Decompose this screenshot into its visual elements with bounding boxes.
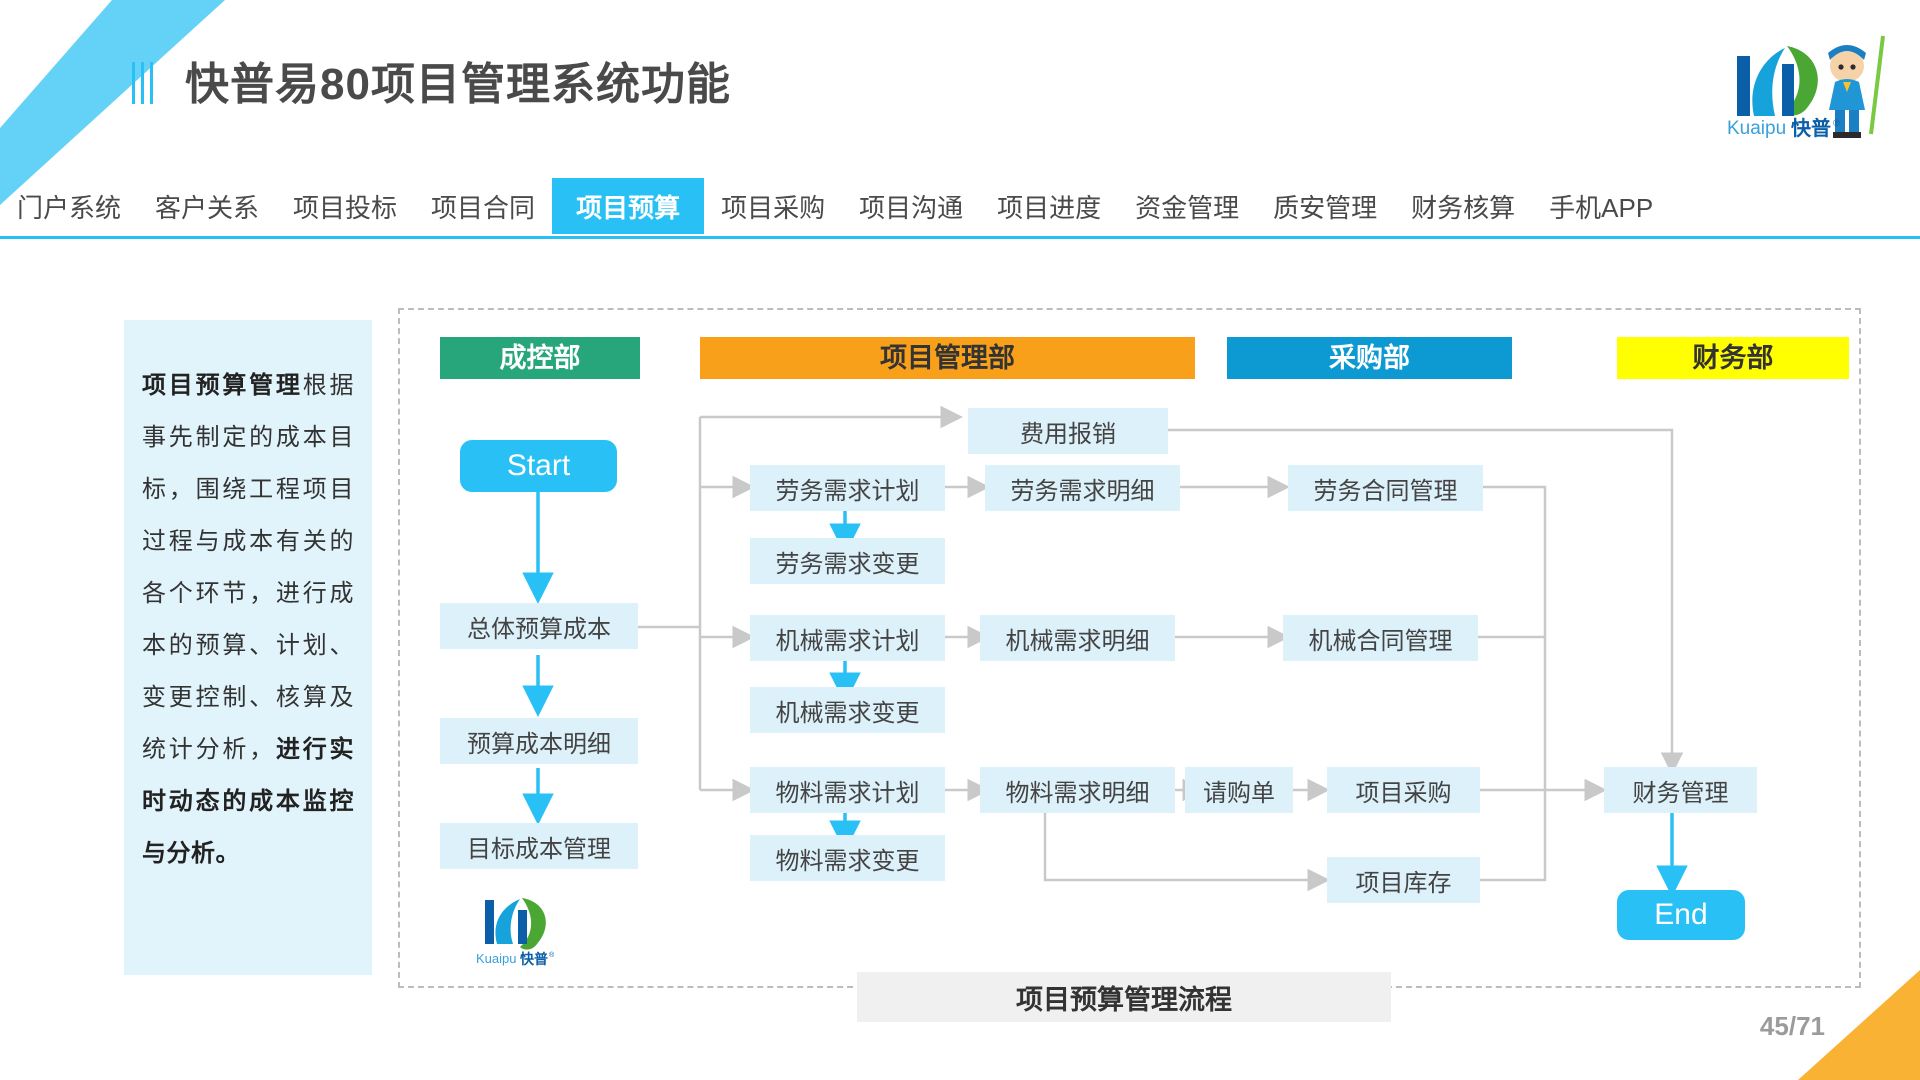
node-expense-reimbursement[interactable]: 费用报销 bbox=[968, 408, 1168, 454]
node-start[interactable]: Start bbox=[460, 440, 617, 492]
svg-text:®: ® bbox=[549, 951, 555, 959]
node-project-purchase[interactable]: 项目采购 bbox=[1327, 767, 1480, 813]
nav-item-8[interactable]: 资金管理 bbox=[1135, 192, 1240, 223]
node-machine-demand-detail[interactable]: 机械需求明细 bbox=[980, 615, 1175, 661]
nav-underline bbox=[0, 236, 1920, 239]
nav-item-9[interactable]: 质安管理 bbox=[1273, 192, 1378, 223]
nav-item-1[interactable]: 客户关系 bbox=[155, 192, 260, 223]
description-body: 根据事先制定的成本目标，围绕工程项目过程与成本有关的各个环节，进行成本的预算、计… bbox=[142, 372, 355, 763]
node-machine-demand-change[interactable]: 机械需求变更 bbox=[750, 687, 945, 733]
node-project-inventory[interactable]: 项目库存 bbox=[1327, 857, 1480, 903]
node-material-demand-change[interactable]: 物料需求变更 bbox=[750, 835, 945, 881]
node-labor-demand-detail[interactable]: 劳务需求明细 bbox=[985, 465, 1180, 511]
logo-trademark: ® bbox=[1833, 118, 1840, 128]
svg-text:快普: 快普 bbox=[520, 951, 548, 967]
nav-item-10[interactable]: 财务核算 bbox=[1411, 192, 1516, 223]
dept-banner-finance: 财务部 bbox=[1617, 337, 1849, 379]
dept-banner-project-management: 项目管理部 bbox=[700, 337, 1195, 379]
logo-wordmark-cn: 快普 bbox=[1791, 116, 1831, 140]
node-labor-demand-change[interactable]: 劳务需求变更 bbox=[750, 538, 945, 584]
nav-item-6[interactable]: 项目沟通 bbox=[859, 192, 964, 223]
dept-banner-purchasing: 采购部 bbox=[1227, 337, 1512, 379]
node-budget-cost-detail[interactable]: 预算成本明细 bbox=[440, 718, 638, 764]
nav-item-5[interactable]: 项目采购 bbox=[721, 192, 826, 223]
node-total-budget-cost[interactable]: 总体预算成本 bbox=[440, 603, 638, 649]
node-machine-demand-plan[interactable]: 机械需求计划 bbox=[750, 615, 945, 661]
description-tail: 进行实时动态的成本监控与分析。 bbox=[142, 736, 355, 867]
page-title: 快普易80项目管理系统功能 bbox=[185, 60, 731, 109]
nav-item-7[interactable]: 项目进度 bbox=[997, 192, 1102, 223]
module-nav[interactable]: 门户系统 客户关系 项目投标 项目合同项目预算项目采购 项目沟通 项目进度 资金管理 质安管理… bbox=[0, 178, 1920, 234]
description-lead: 项目预算管理 bbox=[142, 372, 303, 399]
nav-item-3[interactable]: 项目合同 bbox=[431, 192, 536, 223]
kuaipu-logo: Kuaipu 快普 ® bbox=[1723, 22, 1898, 142]
node-purchase-request[interactable]: 请购单 bbox=[1185, 767, 1293, 813]
description-panel: 项目预算管理根据事先制定的成本目标，围绕工程项目过程与成本有关的各个环节，进行成… bbox=[124, 320, 372, 975]
logo-wordmark-latin: Kuaipu bbox=[1727, 118, 1786, 139]
kuaipu-watermark-logo: Kuaipu 快普 ® bbox=[473, 890, 588, 970]
page-number: 45/71 bbox=[1759, 1011, 1825, 1041]
node-labor-demand-plan[interactable]: 劳务需求计划 bbox=[750, 465, 945, 511]
description-text: 项目预算管理根据事先制定的成本目标，围绕工程项目过程与成本有关的各个环节，进行成… bbox=[142, 360, 354, 880]
node-material-demand-detail[interactable]: 物料需求明细 bbox=[980, 767, 1175, 813]
node-material-demand-plan[interactable]: 物料需求计划 bbox=[750, 767, 945, 813]
nav-item-2[interactable]: 项目投标 bbox=[293, 192, 398, 223]
dept-banner-cost-control: 成控部 bbox=[440, 337, 640, 379]
triple-bar-icon bbox=[132, 62, 153, 104]
svg-text:Kuaipu: Kuaipu bbox=[476, 951, 516, 966]
nav-item-0[interactable]: 门户系统 bbox=[17, 192, 122, 223]
node-machine-contract-management[interactable]: 机械合同管理 bbox=[1283, 615, 1478, 661]
page-header: 快普易80项目管理系统功能 Kuaipu bbox=[0, 0, 1920, 150]
node-labor-contract-management[interactable]: 劳务合同管理 bbox=[1288, 465, 1483, 511]
node-end[interactable]: End bbox=[1617, 890, 1745, 940]
flow-caption: 项目预算管理流程 bbox=[857, 972, 1391, 1022]
node-finance-management[interactable]: 财务管理 bbox=[1604, 767, 1757, 813]
nav-item-4[interactable]: 项目预算 bbox=[552, 178, 705, 234]
node-target-cost-management[interactable]: 目标成本管理 bbox=[440, 823, 638, 869]
nav-item-11[interactable]: 手机APP bbox=[1549, 192, 1654, 223]
